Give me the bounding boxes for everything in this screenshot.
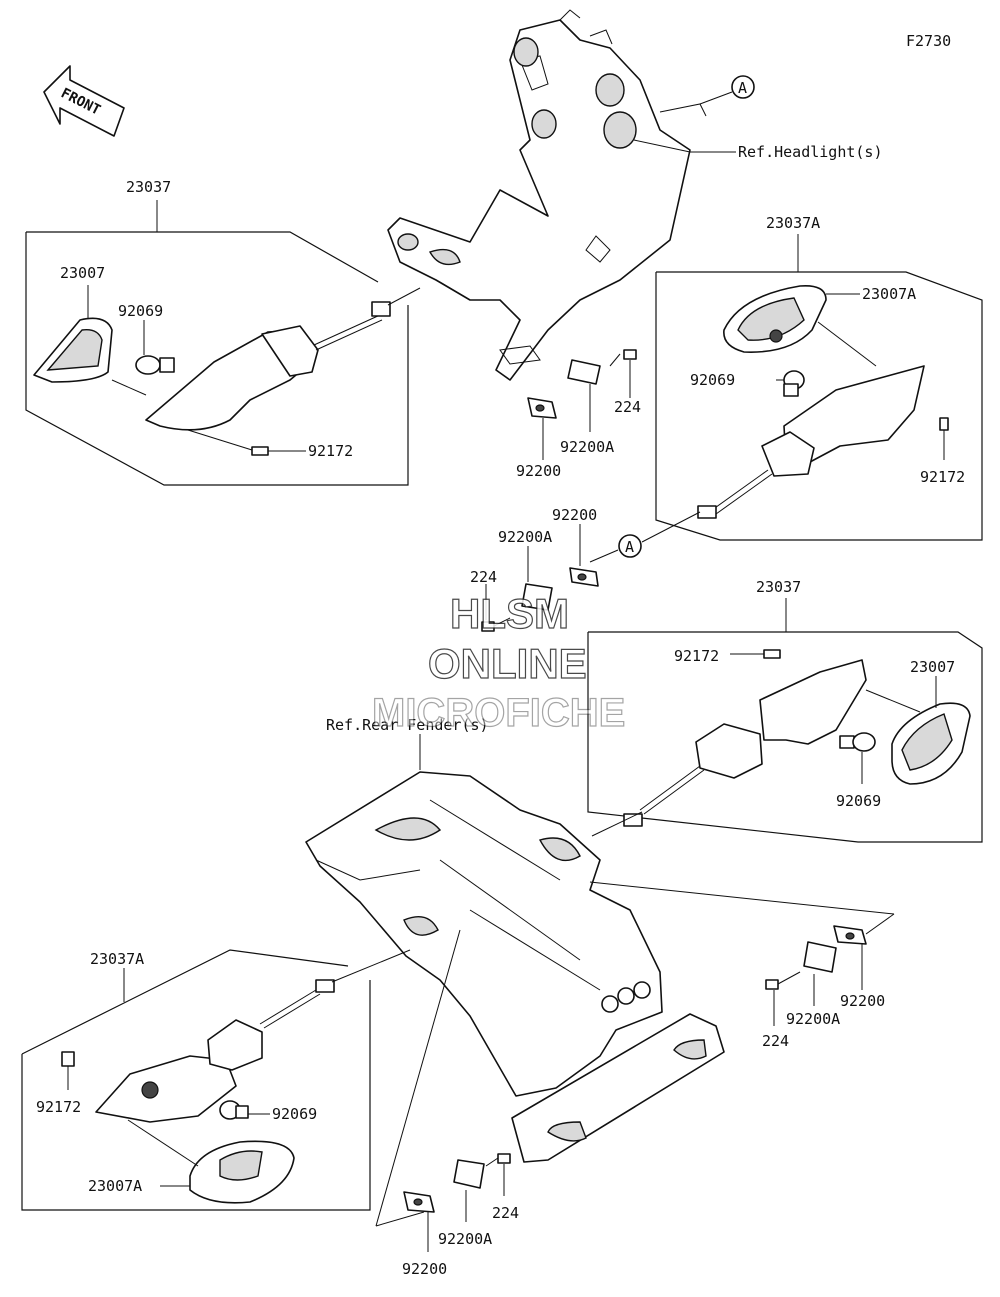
part-label-92200A-middle: 92200A [498, 528, 552, 546]
part-label-92172-lower: 92172 [36, 1098, 81, 1116]
part-label-23037-upper: 23037 [126, 178, 171, 196]
ref-rear-fender: Ref.Rear Fender(s) [326, 716, 489, 734]
watermark-line3: MICROFICHE [372, 691, 625, 735]
part-label-92200A-bottom: 92200A [438, 1230, 492, 1248]
part-label-92200-bottom: 92200 [402, 1260, 447, 1278]
callout-a-middle: A [589, 511, 701, 563]
part-label-92200A-lower-right: 92200A [786, 1010, 840, 1028]
part-label-92172-mid-right: 92172 [674, 647, 719, 665]
part-label-92069-mid-right: 92069 [836, 792, 881, 810]
ref-headlight: Ref.Headlight(s) [738, 143, 883, 161]
screw-92172-right [939, 417, 949, 431]
part-label-92069-lower: 92069 [272, 1105, 317, 1123]
bracket-set-bottom-center: 92200 92200A 224 [375, 929, 519, 1278]
watermark: HLSM ONLINE MICROFICHE [371, 589, 626, 735]
figure-code: F2730 [906, 32, 951, 50]
part-label-92200-middle: 92200 [552, 506, 597, 524]
part-label-92172-upper: 92172 [308, 442, 353, 460]
part-label-224-bottom: 224 [492, 1204, 519, 1222]
bulb-92069-upper [135, 355, 175, 375]
part-label-92200-upper: 92200 [516, 462, 561, 480]
bulb-92069-lower [219, 1100, 249, 1120]
watermark-line1: HLSM [450, 590, 569, 637]
bracket-set-middle: 92200 92200A 224 [470, 506, 599, 632]
part-label-92172-upper-right: 92172 [920, 468, 965, 486]
part-label-23037-right: 23037 [756, 578, 801, 596]
bulb-92069-right [783, 370, 805, 397]
housing-mid-right [759, 659, 867, 745]
part-label-92069-upper: 92069 [118, 302, 163, 320]
screw-92172-upper [251, 446, 278, 456]
svg-text:A: A [625, 538, 634, 556]
front-arrow-icon: FRONT [43, 65, 125, 137]
bracket-set-lower-right: 92200 92200A 224 [762, 913, 895, 1050]
part-label-224-upper: 224 [614, 398, 641, 416]
part-label-23007A-lower: 23007A [88, 1177, 142, 1195]
part-label-23007-upper: 23007 [60, 264, 105, 282]
callout-a-top: A [738, 79, 747, 97]
assembly-23037-front-left: 23037 23007 92069 92172 [25, 178, 421, 486]
assembly-23037A-front-right: 23037A 23007A 92069 92172 [655, 214, 983, 541]
part-label-92200-lower-right: 92200 [840, 992, 885, 1010]
part-label-23037A-upper: 23037A [766, 214, 820, 232]
housing-lower-left [95, 1055, 237, 1123]
part-label-224-lower-right: 224 [762, 1032, 789, 1050]
bracket-set-upper-center: 224 92200A 92200 [516, 349, 641, 480]
screw-92172-lower [61, 1051, 75, 1067]
bulb-92069-mid-right [839, 732, 876, 752]
screw-92172-mid-right [763, 649, 781, 659]
part-label-224-middle: 224 [470, 568, 497, 586]
watermark-line2: ONLINE [428, 640, 587, 687]
part-label-92200A-upper: 92200A [560, 438, 614, 456]
part-label-23007-mid-right: 23007 [910, 658, 955, 676]
rear-fender: Ref.Rear Fender(s) [305, 716, 895, 1163]
part-label-23007A-upper: 23007A [862, 285, 916, 303]
assembly-23037-rear-right: 23037 92172 23007 92069 [587, 578, 983, 843]
headlight-bracket: A Ref.Headlight(s) [387, 9, 883, 381]
assembly-23037A-rear-left: 23037A 92172 92069 23007A [21, 949, 411, 1211]
part-label-23037A-lower: 23037A [90, 950, 144, 968]
part-label-92069-upper-right: 92069 [690, 371, 735, 389]
